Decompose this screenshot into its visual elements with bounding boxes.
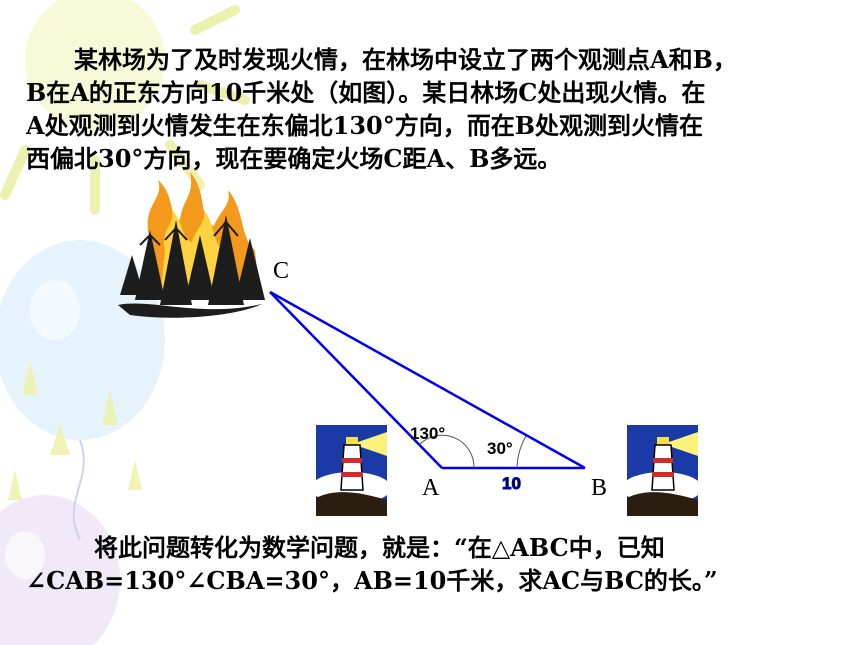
angle-label-a: 130° [410,424,445,443]
conversion-line-1: 将此问题转化为数学问题，就是：“在△ABC中，已知 [94,533,665,562]
angle-arc-b [516,435,527,469]
problem-line-4: 西偏北30°方向，现在要确定火场C距A、B多远。 [26,144,562,173]
vertex-label-c: C [273,258,289,284]
sun-decoration [0,0,250,215]
side-label-ab: 10 [502,474,521,493]
side-ca [269,291,443,469]
triangle-abc [269,290,586,470]
forest-fire-image [118,172,265,318]
angle-label-b: 30° [487,439,513,458]
side-cb [269,290,586,470]
lighthouse-image-b [622,425,702,516]
vertex-label-b: B [591,475,607,501]
problem-line-1: 某林场为了及时发现火情，在林场中设立了两个观测点A和B， [74,45,737,74]
balloon-decoration [0,240,165,645]
lighthouse-image-a [311,425,391,516]
conversion-statement: 将此问题转化为数学问题，就是：“在△ABC中，已知 ∠CAB=130°∠CBA=… [26,531,841,597]
problem-line-2: B在A的正东方向10千米处（如图）。某日林场C处出现火情。在 [26,78,706,107]
conversion-line-2: ∠CAB=130°∠CBA=30°，AB=10千米，求AC与BC的长。” [26,566,718,595]
vertex-label-a: A [422,475,440,501]
angle-arc-a [418,434,475,469]
problem-line-3: A处观测到火情发生在东偏北130°方向，而在B处观测到火情在 [26,111,704,140]
problem-statement: 某林场为了及时发现火情，在林场中设立了两个观测点A和B， B在A的正东方向10千… [26,43,841,175]
sparkle-decoration [8,360,142,500]
